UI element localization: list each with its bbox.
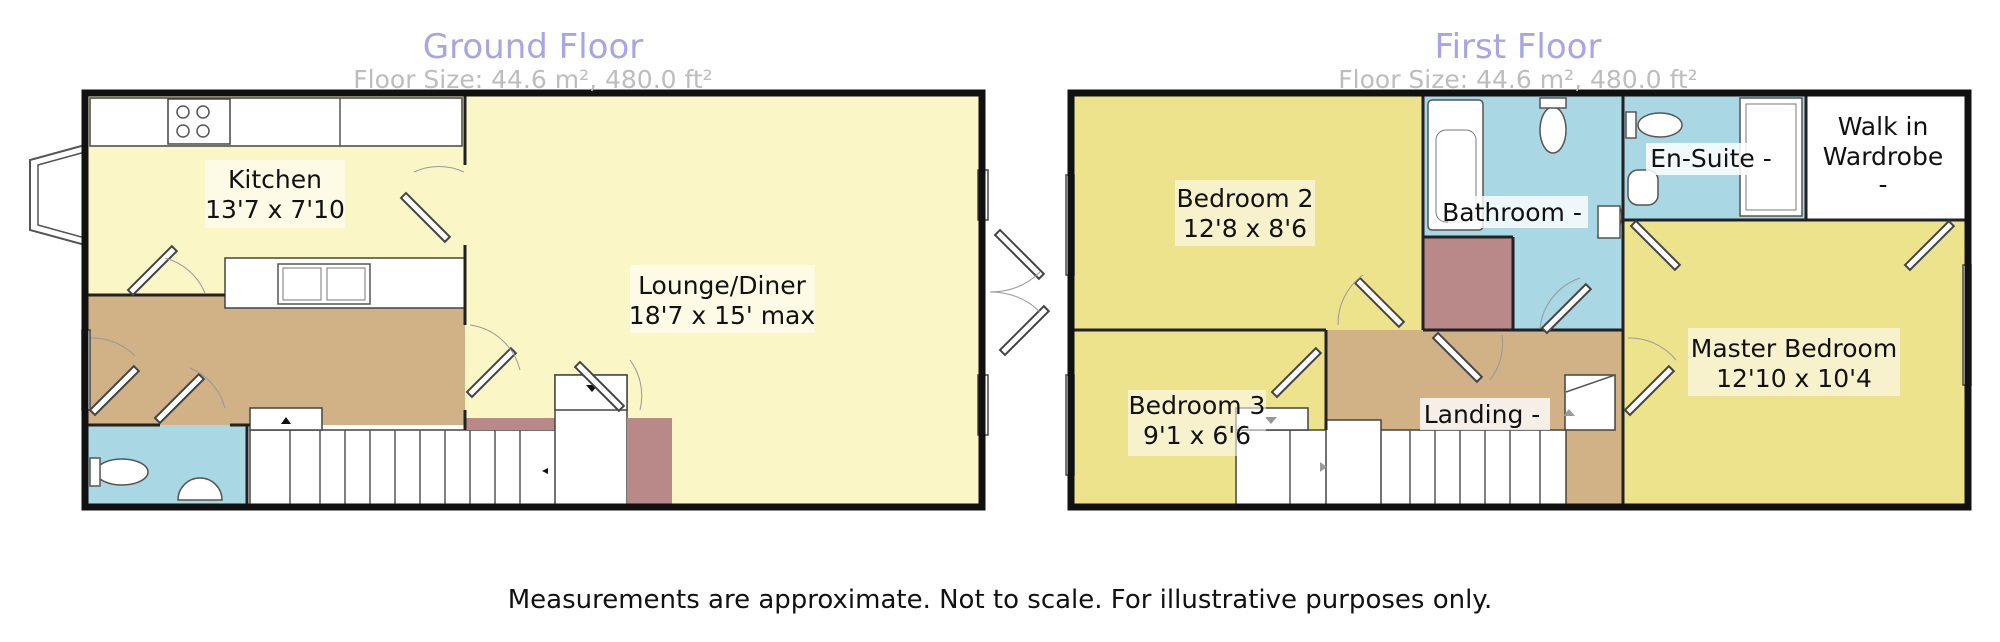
ground-floor-plan [29, 89, 1051, 511]
storage-cupboard [627, 418, 672, 505]
room-dims-walk-in-wardrobe: - [1878, 170, 1887, 199]
first-stairs [1235, 429, 1567, 506]
ground-floor-title: Ground Floor [423, 27, 643, 67]
ground-doors [88, 166, 1051, 425]
ground-floor-size: Floor Size: 44.6 m², 480.0 ft² [353, 65, 712, 94]
room-name-bedroom-2: Bedroom 2 [1177, 184, 1314, 213]
walk-in-wardrobe-area [1806, 95, 1966, 220]
first-floor-title: First Floor [1435, 27, 1602, 67]
ground-stairs [249, 429, 559, 506]
room-name-bathroom: Bathroom - [1442, 198, 1582, 227]
first-doors [1270, 219, 1956, 417]
en-suite-toilet-icon [1637, 112, 1683, 138]
room-name-master-bedroom: Master Bedroom [1691, 334, 1897, 363]
basin-icon [177, 477, 223, 501]
room-dims-bedroom-3: 9'1 x 6'6 [1143, 421, 1251, 450]
bathroom-toilet-icon [1539, 106, 1567, 154]
room-name-en-suite: En-Suite - [1650, 144, 1771, 173]
room-name-bedroom-3: Bedroom 3 [1129, 391, 1266, 420]
room-dims-kitchen: 13'7 x 7'10 [205, 195, 345, 224]
room-name-landing: Landing - [1424, 400, 1541, 429]
hob-icon [167, 98, 231, 145]
disclaimer: Measurements are approximate. Not to sca… [508, 585, 1493, 615]
sink-icon [277, 263, 371, 305]
en-suite-basin-icon [1627, 169, 1659, 206]
toilet-icon [95, 458, 149, 486]
airing-cupboard [1423, 237, 1513, 330]
worktop-top [89, 97, 463, 147]
room-dims-bedroom-2: 12'8 x 8'6 [1183, 214, 1307, 243]
hallway-area [85, 295, 465, 425]
room-name-lounge-diner: Lounge/Diner [638, 271, 807, 300]
room-name-walk-in: Walk in [1838, 112, 1929, 141]
room-dims-master-bedroom: 12'10 x 10'4 [1716, 364, 1872, 393]
first-floor-size: Floor Size: 44.6 m², 480.0 ft² [1338, 65, 1697, 94]
room-name-kitchen: Kitchen [228, 165, 322, 194]
stair-arrow-icon [281, 417, 291, 424]
room-name-wardrobe: Wardrobe [1823, 142, 1943, 171]
bathroom-basin-icon [1597, 205, 1621, 239]
room-dims-lounge-diner: 18'7 x 15' max [629, 301, 815, 330]
